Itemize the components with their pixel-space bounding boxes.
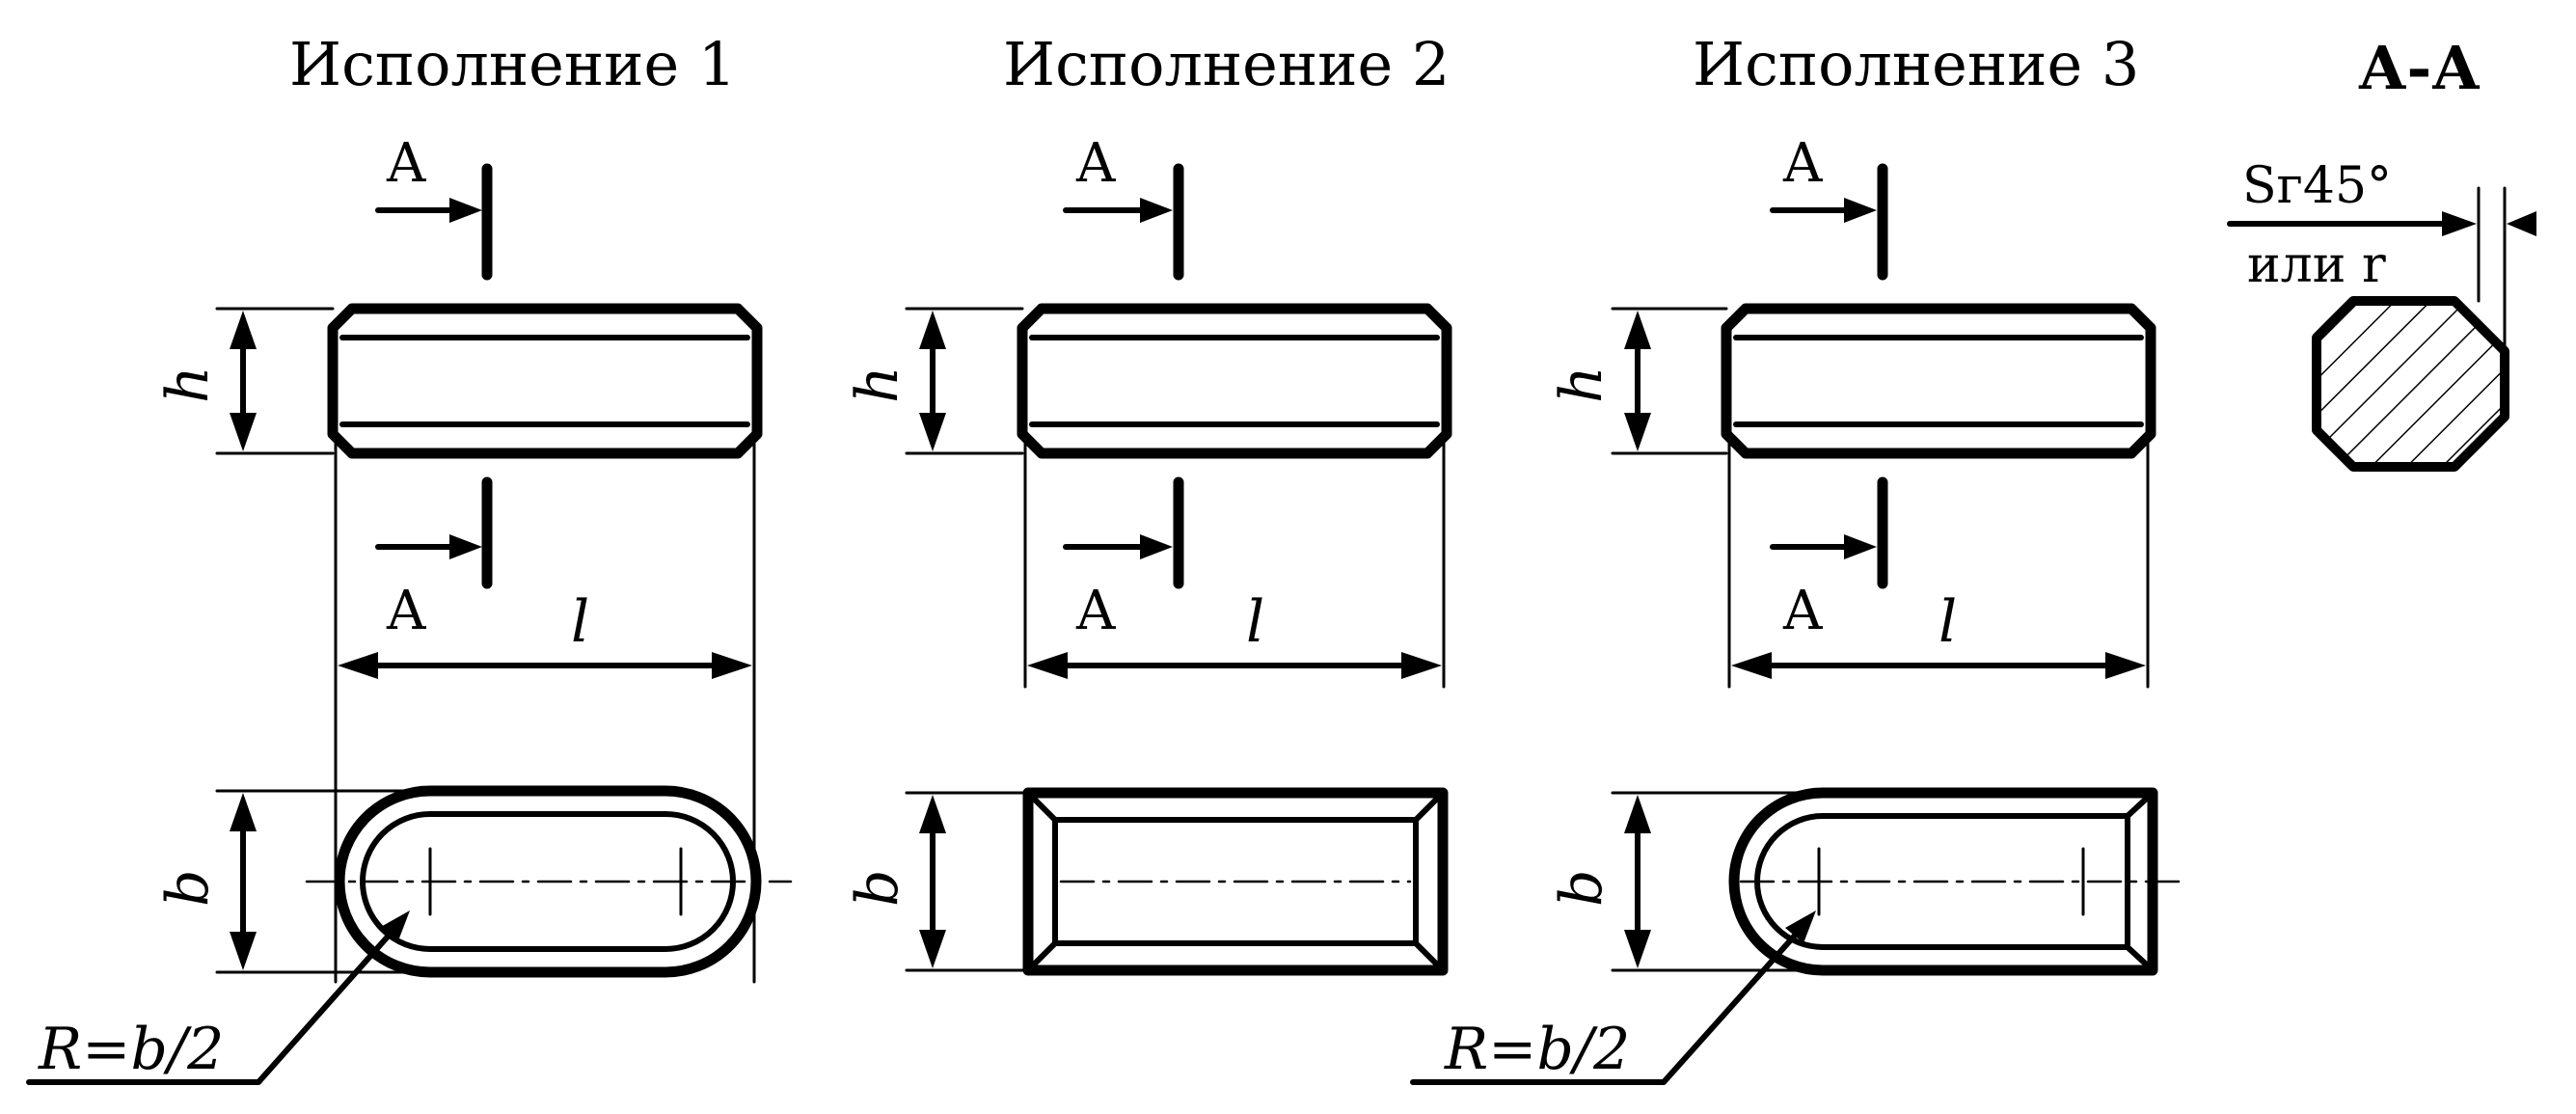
v3-h-label: h <box>1548 366 1615 403</box>
v1-h-arrowhead-top <box>230 311 257 349</box>
section-aa-profile <box>2312 296 2509 472</box>
v3-b-arrowhead-top <box>1624 795 1651 833</box>
v2-cut-arrowhead-bottom <box>1140 534 1173 559</box>
v3-chamfer-br <box>2125 944 2156 973</box>
version-2-drawing: А А h l b <box>844 132 1452 976</box>
v1-b-arrowhead-top <box>230 793 257 831</box>
v1-cut-arrowhead-bottom <box>449 534 482 559</box>
v2-top-inner-edge <box>1052 817 1419 946</box>
v3-l-label: l <box>1939 588 1957 656</box>
version-3-drawing: А А h l b R=b/2 <box>1410 132 2183 1085</box>
v2-b-label: b <box>844 870 911 907</box>
version-1-drawing: А А h l b R=b/2 <box>26 132 793 1085</box>
v2-chamfer-tr <box>1413 790 1446 823</box>
v1-b-arrowhead-bottom <box>230 932 257 970</box>
section-chamfer-label-alt: или r <box>2247 236 2386 294</box>
v1-b-label: b <box>154 870 222 907</box>
v1-cut-label-bottom: А <box>386 580 426 642</box>
v2-cut-label-top: А <box>1075 132 1116 195</box>
v3-radius-label: R=b/2 <box>1444 1016 1630 1083</box>
v1-side-outline <box>327 303 763 459</box>
v3-l-arrowhead-right <box>2105 652 2146 679</box>
v3-h-arrowhead-top <box>1624 311 1651 349</box>
v3-side-outline <box>1721 303 2156 459</box>
v2-b-arrowhead-top <box>919 795 946 833</box>
v2-top-outline <box>1022 787 1449 976</box>
v3-top-inner-edge <box>1754 813 2130 950</box>
section-chamfer-arrowhead-left <box>2442 211 2477 236</box>
v3-cut-label-bottom: А <box>1782 580 1823 642</box>
v1-radius-label: R=b/2 <box>38 1016 224 1083</box>
v1-radius-arrowhead <box>379 910 410 943</box>
v3-h-arrowhead-bottom <box>1624 413 1651 451</box>
title-version-3: Исполнение 3 <box>1693 29 2139 99</box>
v1-cut-arrowhead-top <box>449 198 482 223</box>
v3-cut-label-top: А <box>1782 132 1823 195</box>
section-chamfer-arrowhead-right <box>2507 211 2536 236</box>
v1-h-label: h <box>154 366 222 403</box>
v2-l-label: l <box>1246 588 1264 656</box>
v2-h-label: h <box>844 366 911 403</box>
v1-l-label: l <box>571 588 589 656</box>
title-version-1: Исполнение 1 <box>289 29 736 99</box>
v2-chamfer-br <box>1413 940 1446 973</box>
v1-l-arrowhead-left <box>338 652 378 679</box>
v1-l-arrowhead-right <box>712 652 752 679</box>
v3-l-arrowhead-left <box>1731 652 1772 679</box>
v3-chamfer-tr <box>2125 790 2156 819</box>
v2-cut-label-bottom: А <box>1075 580 1116 642</box>
title-section-aa: А-А <box>2358 33 2481 103</box>
v1-radius-leader <box>26 925 398 1085</box>
v3-cut-arrowhead-bottom <box>1844 534 1877 559</box>
section-aa-drawing: Sг45° или r <box>2227 157 2536 472</box>
title-version-2: Исполнение 2 <box>1003 29 1450 99</box>
v2-l-arrowhead-left <box>1027 652 1068 679</box>
v1-h-arrowhead-bottom <box>230 413 257 451</box>
v3-b-label: b <box>1548 870 1615 907</box>
v2-cut-arrowhead-top <box>1140 198 1173 223</box>
v3-cut-arrowhead-top <box>1844 198 1877 223</box>
v2-b-arrowhead-bottom <box>919 930 946 968</box>
v3-radius-leader <box>1410 925 1804 1085</box>
v3-radius-arrowhead <box>1785 910 1816 943</box>
v2-h-arrowhead-top <box>919 311 946 349</box>
section-chamfer-label: Sг45° <box>2242 157 2392 215</box>
v2-chamfer-tl <box>1025 790 1058 823</box>
v2-h-arrowhead-bottom <box>919 413 946 451</box>
v1-cut-label-top: А <box>386 132 426 195</box>
v2-chamfer-bl <box>1025 940 1058 973</box>
v2-l-arrowhead-right <box>1401 652 1442 679</box>
v3-top-outline <box>1728 787 2158 976</box>
v2-side-outline <box>1017 303 1452 459</box>
v3-b-arrowhead-bottom <box>1624 930 1651 968</box>
